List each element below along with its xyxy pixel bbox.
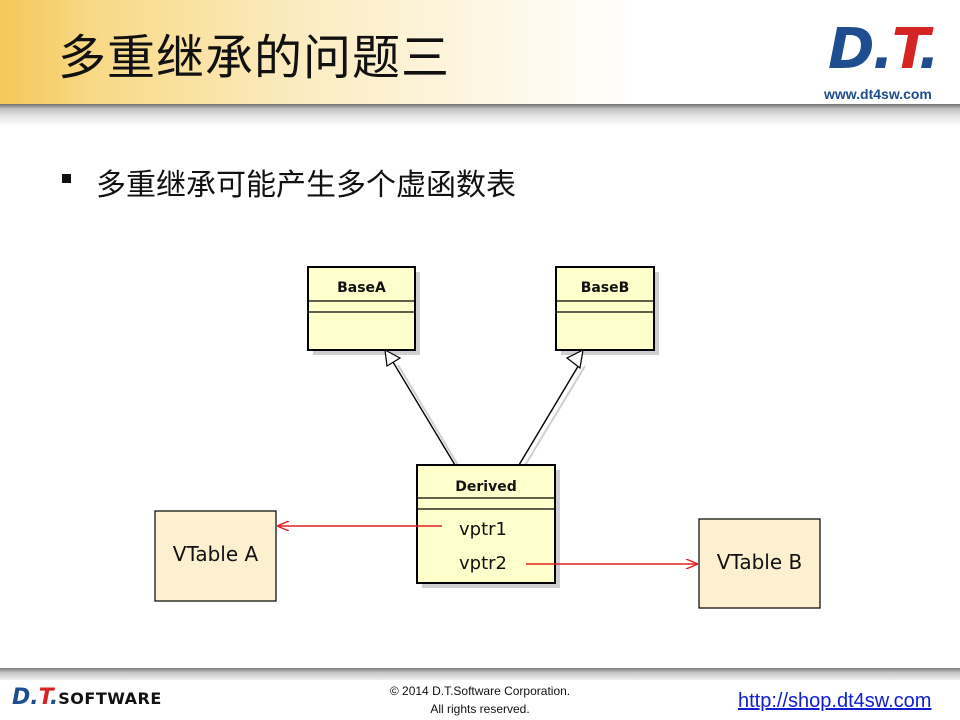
- shop-link[interactable]: http://shop.dt4sw.com: [738, 690, 932, 712]
- title-banner: [0, 0, 960, 104]
- inheritance-derived-to-base-a: [384, 348, 460, 468]
- class-base-b-box: [555, 266, 655, 351]
- bullet-square-icon: [62, 174, 71, 183]
- inheritance-line-b: [518, 362, 581, 466]
- logo-letter-d: D: [828, 17, 875, 82]
- title-banner-shadow: [0, 104, 960, 126]
- vtable-a-box: [154, 510, 277, 602]
- inheritance-line-b-shadow: [523, 365, 586, 468]
- vtable-b[interactable]: VTable B: [698, 518, 821, 609]
- inheritance-line-a-shadow: [397, 364, 460, 468]
- vtable-b-label: VTable B: [717, 550, 802, 574]
- footer-logo-letter-d: D: [12, 685, 31, 710]
- generalization-arrowhead-b-icon: [565, 348, 584, 370]
- dt-logo: D.T.: [828, 17, 940, 82]
- inheritance-derived-to-base-b: [518, 348, 586, 468]
- inheritance-line-a: [392, 361, 456, 466]
- vtable-a[interactable]: VTable A: [154, 510, 277, 602]
- class-base-a[interactable]: BaseA: [307, 266, 420, 355]
- footer-logo: D.T.SOFTWARE: [12, 686, 162, 711]
- copyright-line-1: © 2014 D.T.Software Corporation.: [389, 684, 571, 698]
- footer-logo-dot-2: .: [49, 685, 59, 710]
- generalization-arrowhead-a-icon: [384, 348, 402, 367]
- slide-title: 多重继承的问题三: [58, 30, 451, 86]
- member-vptr1: vptr1: [459, 519, 507, 540]
- footer-logo-dot-1: .: [30, 685, 39, 710]
- copyright: © 2014 D.T.Software Corporation. All rig…: [300, 682, 660, 718]
- member-vptr2: vptr2: [459, 553, 507, 574]
- footer-divider: [0, 668, 960, 680]
- class-base-b[interactable]: BaseB: [555, 266, 659, 355]
- logo-website: www.dt4sw.com: [824, 86, 932, 102]
- logo-letter-t: T: [891, 17, 921, 82]
- logo-dot-1: .: [872, 17, 893, 82]
- logo-dot-2: .: [918, 17, 939, 82]
- class-derived-name: Derived: [455, 479, 516, 495]
- class-base-b-name: BaseB: [581, 280, 630, 296]
- vtable-b-box: [698, 518, 821, 609]
- class-base-a-box: [307, 266, 416, 351]
- vtable-a-label: VTable A: [173, 542, 259, 566]
- footer-logo-software: SOFTWARE: [58, 689, 162, 708]
- footer-logo-letter-t: T: [38, 685, 50, 710]
- bullet-text: 多重继承可能产生多个虚函数表: [96, 168, 516, 203]
- copyright-line-2: All rights reserved.: [430, 702, 530, 716]
- class-base-a-name: BaseA: [337, 280, 386, 296]
